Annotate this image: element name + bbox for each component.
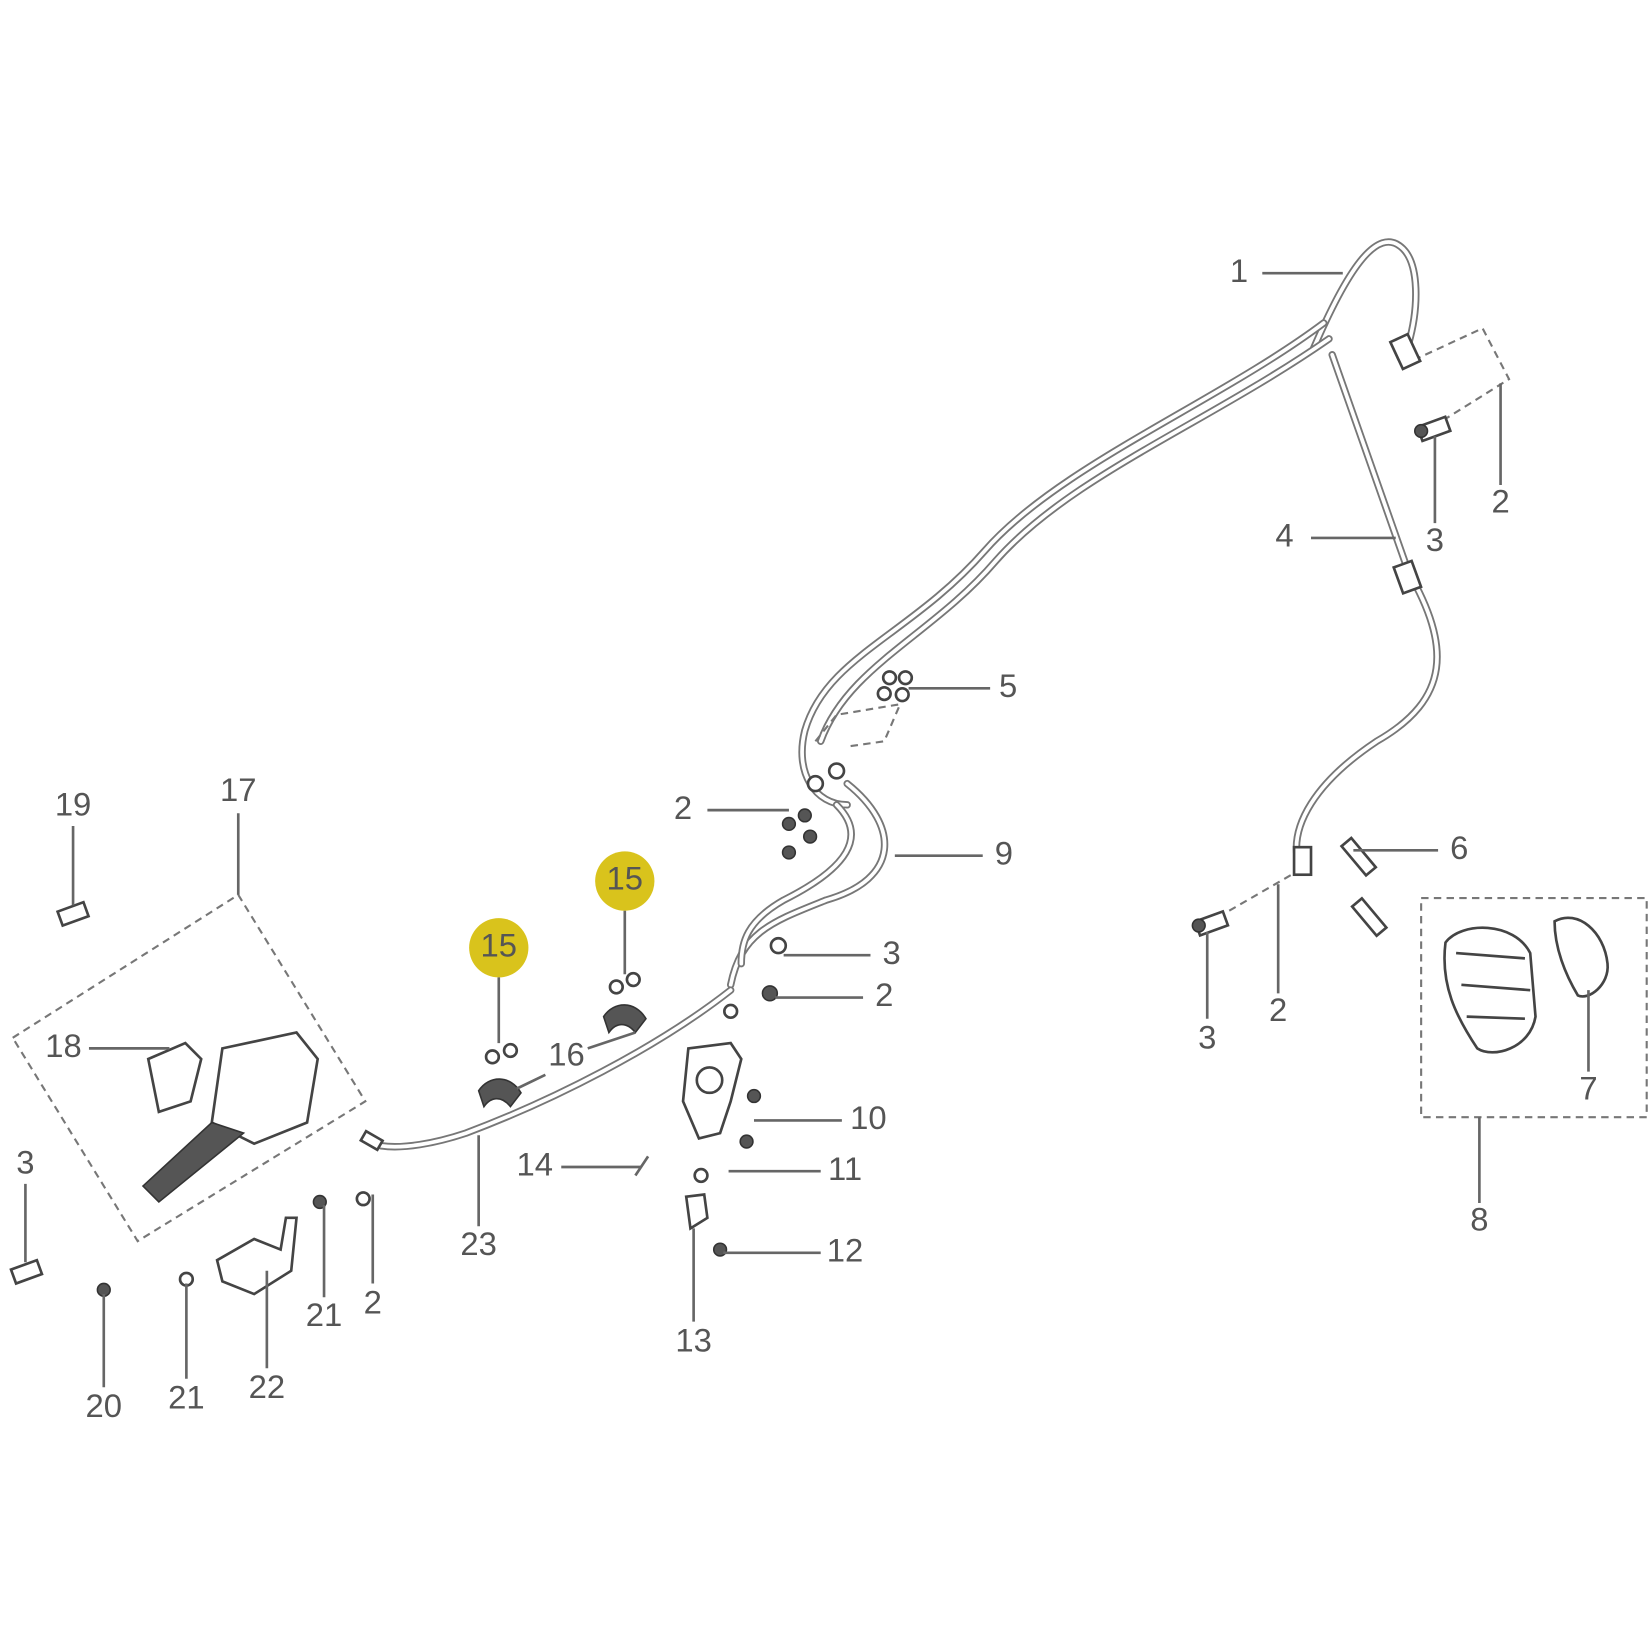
callout-9: 9 bbox=[995, 834, 1013, 871]
callout-15-highlighted: 15 bbox=[607, 860, 644, 897]
callout-22: 22 bbox=[249, 1368, 285, 1405]
callout-19: 19 bbox=[55, 786, 91, 823]
callout-2: 2 bbox=[1269, 991, 1287, 1028]
highlight-marker-15-left bbox=[469, 918, 529, 978]
callout-2: 2 bbox=[875, 976, 893, 1013]
callout-labels: 1 2 3 4 5 2 9 6 15 15 3 2 16 19 17 18 3 … bbox=[16, 252, 1597, 1424]
callout-18: 18 bbox=[45, 1027, 82, 1064]
callout-1: 1 bbox=[1230, 252, 1248, 289]
caliper-assembly-box-8 bbox=[1420, 896, 1648, 1119]
callout-21: 21 bbox=[306, 1296, 343, 1333]
callout-7: 7 bbox=[1579, 1069, 1597, 1106]
bracket-dashed bbox=[1413, 326, 1511, 433]
callout-8: 8 bbox=[1470, 1201, 1488, 1238]
callout-3: 3 bbox=[1426, 521, 1444, 558]
highlight-marker-15-right bbox=[595, 851, 655, 911]
callout-15-highlighted: 15 bbox=[481, 926, 518, 963]
brake-hose-9 bbox=[726, 779, 889, 989]
brake-hose-1 bbox=[798, 238, 1420, 809]
callout-13: 13 bbox=[675, 1321, 711, 1358]
callout-10: 10 bbox=[850, 1099, 886, 1136]
brake-pipe-4 bbox=[1292, 351, 1441, 862]
callout-23: 23 bbox=[460, 1225, 497, 1262]
callout-20: 20 bbox=[86, 1387, 122, 1424]
parts-shapes bbox=[9, 332, 1609, 1297]
callout-3: 3 bbox=[883, 934, 901, 971]
caliper-assembly-box-17 bbox=[11, 893, 367, 1243]
callout-3: 3 bbox=[16, 1144, 34, 1181]
callout-2: 2 bbox=[364, 1283, 382, 1320]
callout-21: 21 bbox=[168, 1379, 205, 1416]
callout-16: 16 bbox=[548, 1036, 585, 1073]
callout-17: 17 bbox=[220, 771, 257, 808]
callout-2: 2 bbox=[674, 789, 692, 826]
callout-2: 2 bbox=[1491, 483, 1509, 520]
callout-4: 4 bbox=[1275, 517, 1293, 554]
callout-3: 3 bbox=[1198, 1019, 1216, 1056]
callout-12: 12 bbox=[827, 1231, 864, 1268]
callout-14: 14 bbox=[517, 1146, 554, 1183]
callout-5: 5 bbox=[999, 667, 1017, 704]
callout-6: 6 bbox=[1450, 829, 1468, 866]
leader-lines bbox=[24, 271, 1590, 1388]
callout-11: 11 bbox=[828, 1150, 862, 1187]
brake-hose-23 bbox=[364, 986, 735, 1151]
